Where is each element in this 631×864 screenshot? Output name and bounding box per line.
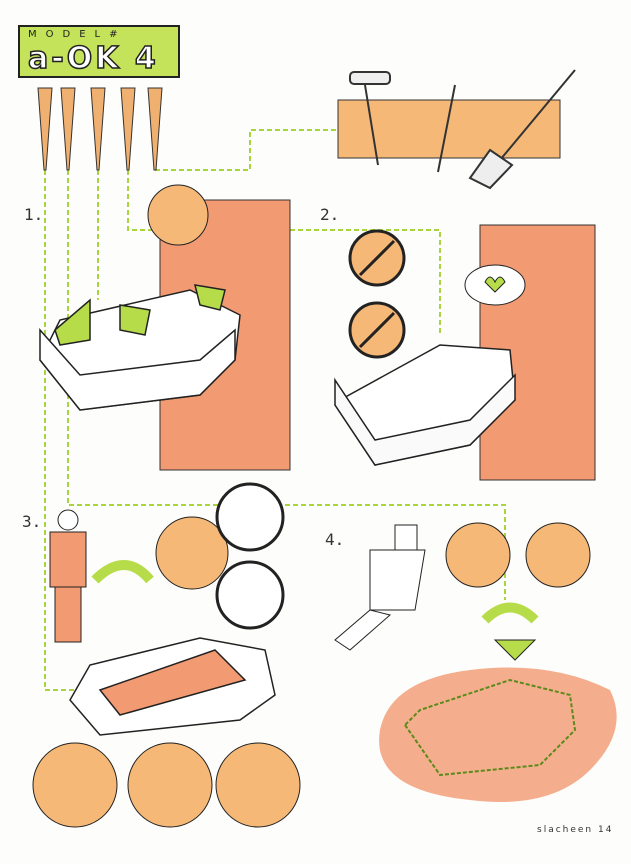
logo-model-name: a-OK 4 <box>27 40 159 77</box>
coffin-in-ground <box>403 678 577 777</box>
coffin-parts <box>39 284 241 411</box>
step-3-number: 3. <box>22 512 42 531</box>
shovel-icon <box>499 69 576 161</box>
person-standing <box>49 509 87 643</box>
hammer-icon <box>364 84 379 166</box>
step-2-number: 2. <box>320 205 340 224</box>
coffin-occupied <box>69 637 276 736</box>
hammer-detail-bubble <box>147 184 209 246</box>
step-4-number: 4. <box>325 530 345 549</box>
arrow-down-icon <box>481 602 539 624</box>
hands-detail-3 <box>215 742 301 828</box>
hands-detail-1 <box>32 742 118 828</box>
grave-hole <box>379 667 617 802</box>
step-1-number: 1. <box>24 205 44 224</box>
artist-signature: slacheen 14 <box>537 825 614 835</box>
nails <box>37 87 163 171</box>
coffin-empty <box>334 344 516 466</box>
dig-detail <box>445 522 511 588</box>
no-face-side-icon <box>215 560 285 630</box>
model-logo: MODEL# a-OK 4 <box>18 25 180 78</box>
tools <box>349 69 576 190</box>
ground-detail <box>525 522 591 588</box>
no-face-up-icon <box>215 482 285 552</box>
logo-model-label: MODEL# <box>28 29 127 40</box>
face-detail <box>155 516 229 590</box>
hands-detail-2 <box>127 742 213 828</box>
digger <box>334 524 426 651</box>
nail-icon <box>437 84 456 173</box>
arrow-icon <box>91 560 154 584</box>
